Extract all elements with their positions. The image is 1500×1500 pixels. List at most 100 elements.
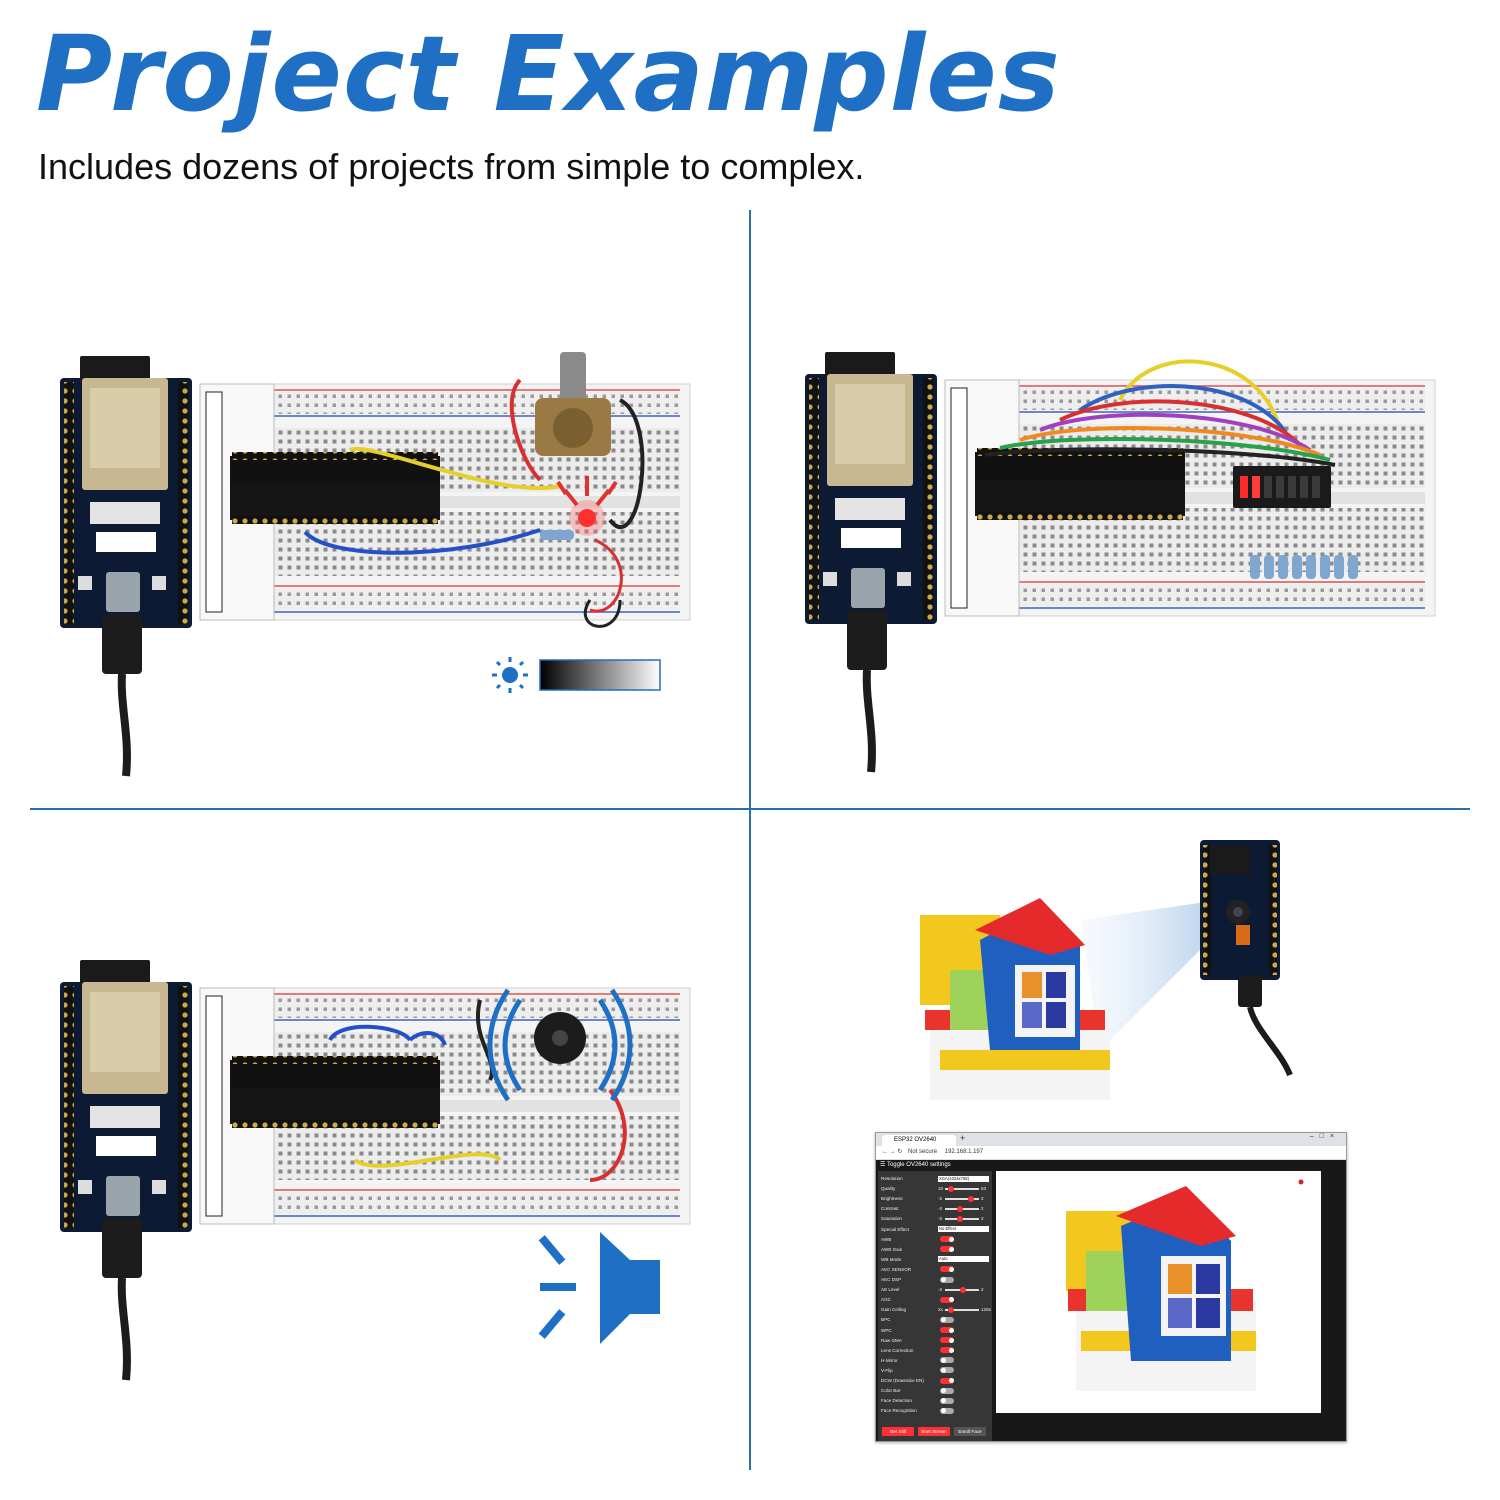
setting-label: WPC	[881, 1327, 892, 1333]
setting-label: Color Bar	[881, 1388, 901, 1394]
setting-slider[interactable]	[945, 1306, 979, 1313]
setting-toggle-knob	[948, 1266, 954, 1272]
browser-tab[interactable]: ESP32 OV2640	[882, 1135, 956, 1146]
lego-house-stream	[1066, 1179, 1304, 1391]
setting-slider-thumb[interactable]	[948, 1185, 954, 1192]
setting-toggle[interactable]	[940, 1327, 954, 1333]
setting-toggle-knob	[948, 1327, 954, 1333]
setting-slider-min: -2	[938, 1196, 943, 1202]
setting-label: Raw GMA	[881, 1337, 902, 1343]
setting-slider[interactable]	[945, 1205, 979, 1212]
setting-toggle-knob	[948, 1297, 954, 1303]
stream-viewport	[996, 1171, 1321, 1413]
setting-toggle[interactable]	[940, 1276, 954, 1283]
setting-slider[interactable]	[945, 1286, 979, 1293]
setting-slider-min: -2	[938, 1206, 943, 1212]
setting-slider-min: 10	[938, 1186, 944, 1192]
tab-title: ESP32 OV2640	[894, 1137, 937, 1143]
setting-toggle[interactable]	[940, 1266, 954, 1273]
get-still-button[interactable]: Get Still	[882, 1427, 914, 1436]
setting-slider-thumb[interactable]	[957, 1205, 963, 1212]
setting-slider-min: -2	[938, 1287, 943, 1293]
setting-toggle-knob	[948, 1246, 954, 1252]
setting-slider-max: 2	[981, 1216, 984, 1222]
setting-slider-max: 2	[981, 1206, 984, 1212]
setting-toggle-knob	[940, 1357, 946, 1363]
setting-toggle[interactable]	[940, 1337, 954, 1344]
window-controls-icon[interactable]: –□×	[1309, 1133, 1340, 1140]
setting-row: AWB	[881, 1235, 989, 1244]
browser-tabbar: ESP32 OV2640 + –□×	[876, 1133, 1346, 1146]
setting-toggle-knob	[940, 1277, 946, 1282]
setting-label: AE Level	[881, 1287, 900, 1293]
setting-slider-max: 2	[981, 1287, 984, 1293]
setting-row: WPC	[881, 1326, 989, 1335]
setting-row: Raw GMA	[881, 1336, 989, 1345]
setting-row: Face Detection	[881, 1396, 989, 1405]
menu-icon: ☰	[880, 1162, 886, 1168]
project-buzzer	[60, 960, 690, 1380]
setting-slider-max: 128x	[981, 1307, 991, 1313]
setting-slider-thumb[interactable]	[957, 1215, 963, 1222]
setting-toggle[interactable]	[940, 1357, 954, 1364]
setting-toggle[interactable]	[940, 1387, 954, 1394]
setting-label: Resolution	[881, 1176, 903, 1181]
project-pot-led	[60, 352, 690, 776]
setting-toggle-knob	[940, 1367, 946, 1373]
setting-toggle-knob	[940, 1398, 946, 1404]
setting-toggle[interactable]	[940, 1367, 954, 1374]
setting-label: AWB	[881, 1236, 892, 1242]
setting-label: Saturation	[881, 1216, 902, 1222]
reload-icon[interactable]: ↻	[897, 1149, 903, 1155]
setting-toggle[interactable]	[940, 1296, 954, 1303]
not-secure-badge[interactable]: Not secure	[908, 1149, 938, 1155]
esp32-cam-board	[1200, 840, 1293, 1077]
back-icon[interactable]: ←	[882, 1149, 888, 1155]
setting-toggle[interactable]	[940, 1347, 954, 1354]
setting-select[interactable]: No Effect	[938, 1226, 989, 1232]
setting-slider-min: -2	[938, 1216, 943, 1222]
setting-slider-thumb[interactable]	[948, 1306, 954, 1313]
setting-row: Face Recognition	[881, 1406, 989, 1415]
setting-select[interactable]: Auto	[938, 1256, 989, 1263]
browser-addressbar: ← → ↻ Not secure 192.168.1.197	[876, 1146, 1346, 1160]
forward-icon[interactable]: →	[889, 1149, 896, 1155]
setting-label: BPC	[881, 1317, 891, 1323]
brightness-gradient-bar	[539, 659, 661, 691]
setting-toggle[interactable]	[940, 1246, 954, 1253]
setting-slider[interactable]	[945, 1215, 979, 1222]
setting-toggle[interactable]	[940, 1236, 954, 1243]
setting-label: AEC DSP	[881, 1277, 902, 1282]
setting-slider-thumb[interactable]	[967, 1195, 974, 1202]
setting-toggle-knob	[948, 1378, 954, 1383]
setting-label: Quality	[881, 1186, 896, 1192]
sun-icon	[492, 657, 528, 693]
page-title: Project Examples	[36, 13, 1061, 135]
setting-slider[interactable]	[945, 1185, 979, 1192]
setting-toggle[interactable]	[940, 1316, 954, 1323]
setting-toggle[interactable]	[940, 1407, 954, 1414]
setting-toggle-knob	[948, 1236, 954, 1242]
setting-slider-thumb[interactable]	[960, 1286, 966, 1293]
project-led-bar	[805, 352, 1435, 772]
setting-label: H-Mirror	[881, 1357, 898, 1363]
new-tab-icon[interactable]: +	[960, 1133, 966, 1143]
setting-row: AWB Gain	[881, 1245, 989, 1254]
setting-toggle[interactable]	[940, 1377, 954, 1384]
setting-toggle[interactable]	[940, 1397, 954, 1404]
setting-select-value: No Effect	[939, 1226, 957, 1231]
setting-select[interactable]: XGA(1024x768)	[938, 1175, 989, 1182]
setting-slider[interactable]	[945, 1195, 979, 1202]
toggle-settings-label[interactable]: ☰ Toggle OV2640 settings	[880, 1162, 951, 1168]
url-text[interactable]: 192.168.1.197	[944, 1149, 984, 1155]
setting-row: AE Level -2 2	[881, 1285, 989, 1294]
enroll-face-button[interactable]: Enroll Face	[954, 1427, 986, 1436]
setting-row: Resolution XGA(1024x768)	[881, 1174, 989, 1183]
start-stream-button[interactable]: Start Stream	[918, 1427, 950, 1436]
setting-label: AGC	[881, 1297, 891, 1303]
setting-row: BPC	[881, 1315, 989, 1324]
